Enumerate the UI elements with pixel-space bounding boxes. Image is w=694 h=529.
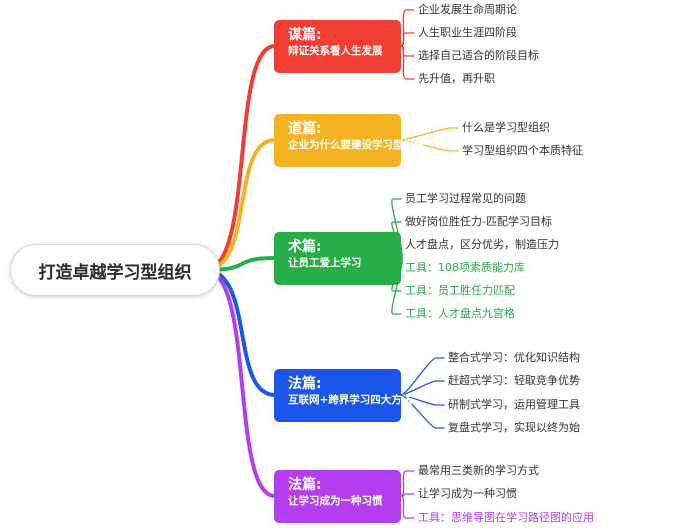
branch-title: 谋篇: xyxy=(288,27,322,43)
leaf-item[interactable]: 做好岗位胜任力-匹配学习目标 xyxy=(405,215,552,228)
branch-title: 术篇: xyxy=(288,239,322,255)
leaf-connector xyxy=(400,45,415,80)
leaf-item[interactable]: 企业发展生命周期论 xyxy=(418,3,517,16)
branch-subtitle: 互联网+跨界学习四大方法 xyxy=(288,394,413,406)
main-connector xyxy=(203,268,277,397)
leaf-item[interactable]: 复盘式学习，实现以终为始 xyxy=(448,421,580,434)
main-connector xyxy=(203,138,277,272)
leaf-connector xyxy=(400,394,445,406)
leaf-item[interactable]: 先升值，再升职 xyxy=(418,72,495,85)
leaf-connector xyxy=(400,139,459,152)
branch-dao-pian[interactable]: 道篇: 企业为什么要建设学习型组织 xyxy=(274,114,425,167)
leaf-connector xyxy=(400,127,459,141)
leaf-item[interactable]: 研制式学习，运用管理工具 xyxy=(448,398,580,411)
branch-title: 法篇: xyxy=(288,376,322,392)
leaf-connector xyxy=(400,9,415,47)
main-connector xyxy=(203,268,277,498)
branch-fa-pian-methods[interactable]: 法篇: 互联网+跨界学习四大方法 xyxy=(274,369,413,422)
leaf-connector xyxy=(400,495,415,519)
leaf-connector xyxy=(400,470,415,497)
leaf-item[interactable]: 学习型组织四个本质特征 xyxy=(462,144,583,157)
leaf-item[interactable]: 人生职业生涯四阶段 xyxy=(418,26,517,39)
leaf-connector xyxy=(400,380,445,396)
leaf-connector xyxy=(400,493,415,497)
leaf-connector xyxy=(400,32,415,47)
leaf-connector xyxy=(400,394,445,429)
leaf-item[interactable]: 整合式学习：优化知识结构 xyxy=(448,351,580,364)
branch-title: 道篇: xyxy=(288,121,322,137)
branch-subtitle: 让学习成为一种习惯 xyxy=(288,495,383,507)
leaf-item[interactable]: 赶超式学习：轻取竞争优势 xyxy=(448,374,580,387)
branch-title: 法篇: xyxy=(288,477,322,493)
leaf-item[interactable]: 选择自己适合的阶段目标 xyxy=(418,49,539,62)
main-connector xyxy=(203,44,277,272)
branch-mou-pian[interactable]: 谋篇: 辩证关系看人生发展 xyxy=(274,20,401,73)
branch-fa-pian-habit[interactable]: 法篇: 让学习成为一种习惯 xyxy=(274,470,401,523)
leaf-item[interactable]: 员工学习过程常见的问题 xyxy=(405,192,526,205)
branch-shu-pian[interactable]: 术篇: 让员工爱上学习 xyxy=(274,232,401,285)
leaf-tool-item[interactable]: 工具：108项素质能力库 xyxy=(405,261,525,274)
leaf-tool-item[interactable]: 工具：员工胜任力匹配 xyxy=(405,284,515,297)
leaf-connector xyxy=(391,257,403,315)
leaf-item[interactable]: 让学习成为一种习惯 xyxy=(418,487,517,500)
root-topic[interactable]: 打造卓越学习型组织 xyxy=(10,244,220,296)
root-topic-label: 打造卓越学习型组织 xyxy=(38,262,192,283)
branch-subtitle: 企业为什么要建设学习型组织 xyxy=(288,139,425,151)
branch-subtitle: 辩证关系看人生发展 xyxy=(288,45,383,57)
leaf-tool-item[interactable]: 工具：思维导图在学习路径图的应用 xyxy=(418,511,594,524)
leaf-tool-item[interactable]: 工具：人才盘点九宫格 xyxy=(405,307,515,320)
leaf-item[interactable]: 什么是学习型组织 xyxy=(462,121,550,134)
branch-subtitle: 让员工爱上学习 xyxy=(288,257,362,269)
leaf-connector xyxy=(400,357,445,396)
leaf-item[interactable]: 最常用三类新的学习方式 xyxy=(418,464,539,477)
leaf-item[interactable]: 人才盘点，区分优劣，制造压力 xyxy=(405,238,559,251)
